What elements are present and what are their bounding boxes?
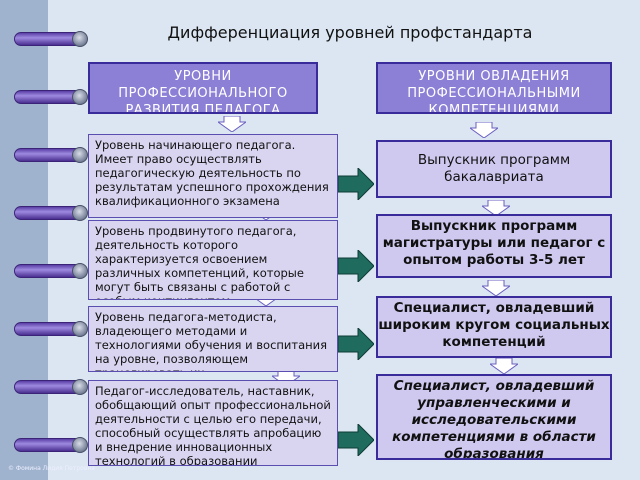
left-level-2: Уровень продвинутого педагога, деятельно… <box>88 220 338 300</box>
right-level-4: Специалист, овладевший управленческими и… <box>376 374 612 460</box>
binder-ring <box>14 436 88 453</box>
left-level-3: Уровень педагога-методиста, владеющего м… <box>88 306 338 372</box>
down-arrow-icon <box>218 116 246 132</box>
right-level-3: Специалист, овладевший широким кругом со… <box>376 296 612 358</box>
right-level-1: Выпускник программ бакалавриата <box>376 140 612 198</box>
binder-ring <box>14 378 88 395</box>
footer-credit: © Фомина Лидия Петровна <box>8 465 95 472</box>
right-level-2: Выпускник программ магистратуры или педа… <box>376 214 612 278</box>
header-left: УРОВНИ ПРОФЕССИОНАЛЬНОГО РАЗВИТИЯ ПЕДАГО… <box>88 62 318 114</box>
binder-ring <box>14 320 88 337</box>
binder-ring <box>14 30 88 47</box>
binder-ring <box>14 146 88 163</box>
down-arrow-icon <box>490 358 518 374</box>
right-arrow-icon <box>338 168 374 200</box>
binder-ring <box>14 204 88 221</box>
right-arrow-icon <box>338 328 374 360</box>
binder-ring <box>14 262 88 279</box>
slide-title: Дифференциация уровней профстандарта <box>167 23 533 42</box>
down-arrow-icon <box>482 280 510 296</box>
right-arrow-icon <box>338 424 374 456</box>
header-right: УРОВНИ ОВЛАДЕНИЯ ПРОФЕССИОНАЛЬНЫМИ КОМПЕ… <box>376 62 612 114</box>
right-arrow-icon <box>338 250 374 282</box>
down-arrow-icon <box>482 200 510 216</box>
left-level-1: Уровень начинающего педагога. Имеет прав… <box>88 134 338 218</box>
down-arrow-icon <box>470 122 498 138</box>
left-level-4: Педагог-исследователь, наставник, обобща… <box>88 380 338 466</box>
binder-ring <box>14 88 88 105</box>
